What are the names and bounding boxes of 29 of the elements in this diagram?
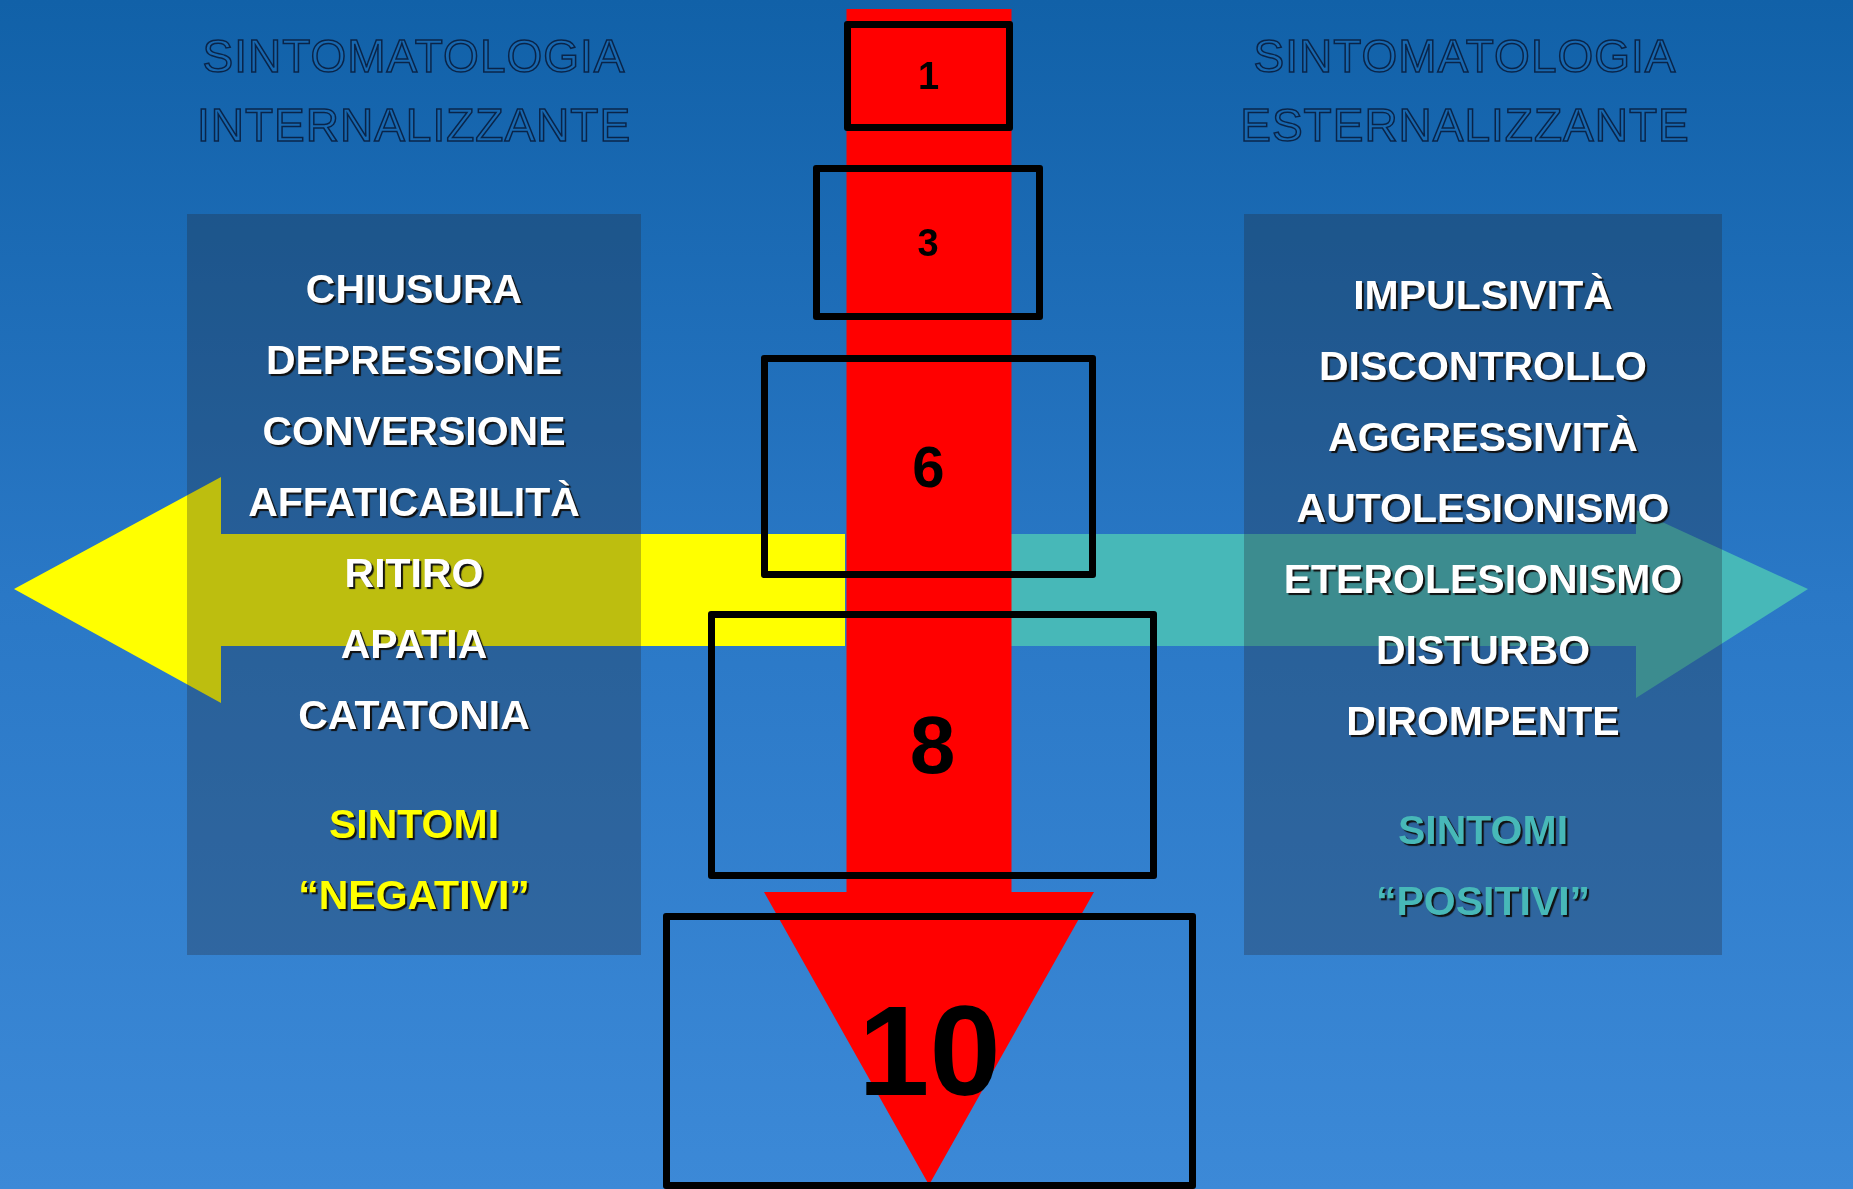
- block-arrow: [764, 9, 1094, 1185]
- level-number: 8: [909, 704, 956, 786]
- symptom-text: CHIUSURA: [305, 265, 523, 314]
- symptom-text: IMPULSIVITÀ: [1353, 271, 1613, 320]
- symptom-text: DISTURBO DIROMPENTE: [1345, 626, 1621, 746]
- symptom-text: CATATONIA: [298, 691, 530, 740]
- symptom-text: DISCONTROLLO: [1319, 342, 1647, 391]
- category-label: SINTOMI “POSITIVI”: [1374, 806, 1592, 926]
- level-number: 1: [917, 57, 940, 95]
- symptom-text: AFFATICABILITÀ: [248, 478, 580, 527]
- category-label: SINTOMI “NEGATIVI”: [297, 800, 531, 920]
- symptom-text: DEPRESSIONE: [265, 336, 563, 385]
- symptom-panel: [187, 214, 641, 955]
- symptom-text: CONVERSIONE: [262, 407, 566, 456]
- symptom-text: AUTOLESIONISMO: [1296, 484, 1670, 533]
- symptom-text: RITIRO: [344, 549, 484, 598]
- level-box: [761, 355, 1096, 578]
- level-number: 10: [858, 987, 1001, 1115]
- heading: SINTOMATOLOGIA ESTERNALIZZANTE: [1239, 29, 1691, 153]
- symptom-panel: [1244, 214, 1722, 955]
- heading: SINTOMATOLOGIA INTERNALIZZANTE: [195, 29, 633, 153]
- level-number: 6: [912, 437, 945, 496]
- level-box: [844, 21, 1013, 131]
- level-box: [708, 611, 1157, 879]
- symptom-text: AGGRESSIVITÀ: [1328, 413, 1638, 462]
- level-number: 3: [917, 223, 939, 262]
- symptom-text: ETEROLESIONISMO: [1283, 555, 1683, 604]
- level-box: [663, 913, 1196, 1189]
- level-box: [813, 165, 1043, 320]
